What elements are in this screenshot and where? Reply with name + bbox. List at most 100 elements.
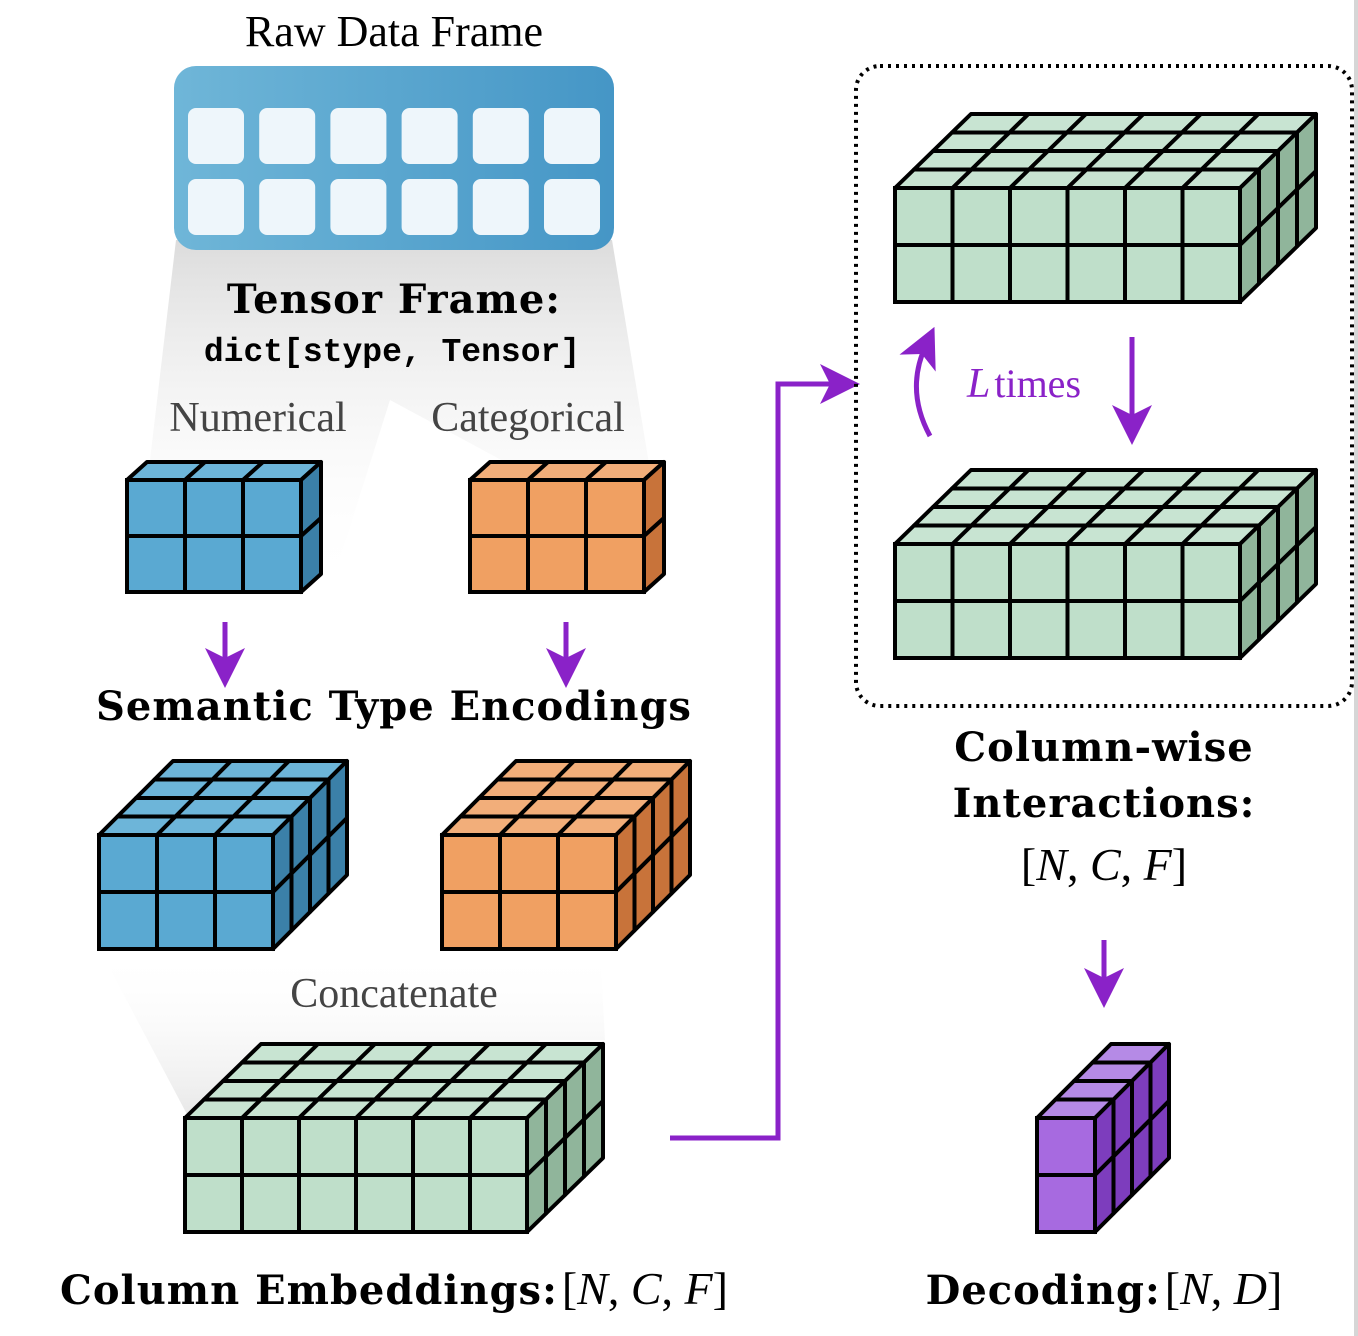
interactions-shape: [N, C, F]: [1020, 839, 1188, 890]
raw-frame-cell: [188, 108, 244, 164]
raw-frame-cell: [472, 108, 529, 164]
interaction-output-tensor-front-cell: [1180, 599, 1242, 660]
interaction-output-tensor-front-cell: [950, 599, 1012, 660]
interaction-input-tensor-front-cell: [1123, 186, 1185, 247]
categorical-encoding-front-cell: [440, 833, 502, 894]
numerical-tensor-front-cell: [125, 534, 187, 594]
interaction-input-tensor-front-cell: [1065, 186, 1127, 247]
interactions-title-line1: Column-wise: [954, 724, 1254, 771]
column-embeddings-tensor: [183, 1042, 605, 1234]
categorical-encoding-front-cell: [440, 890, 502, 951]
column-embeddings-tensor-front-cell: [354, 1173, 415, 1234]
interaction-input-tensor-front-cell: [1180, 186, 1242, 247]
dim-d: D: [1233, 1263, 1268, 1314]
numerical-tensor-front-cell: [125, 478, 187, 538]
dim-f: F: [684, 1263, 713, 1314]
categorical-encoding-front-cell: [498, 890, 560, 951]
concatenate-label: Concatenate: [290, 971, 498, 1017]
interaction-input-tensor-front-cell: [1008, 243, 1070, 304]
raw-frame-cell: [544, 108, 600, 164]
column-embeddings-tensor-front-cell: [297, 1116, 358, 1177]
arrow-to-interactions: [670, 364, 860, 1141]
interaction-input-tensor-front-cell: [1065, 243, 1127, 304]
raw-frame-cell: [472, 179, 529, 235]
numerical-encoding-front-cell: [97, 833, 159, 894]
interactions-title-line2: Interactions:: [952, 780, 1256, 827]
tensor-frame-title: Tensor Frame:: [226, 276, 562, 323]
dim-c: C: [630, 1263, 662, 1314]
categorical-encoding: [440, 759, 692, 951]
loop-count-label: L times: [967, 360, 1081, 408]
numerical-encoding-front-cell: [155, 890, 217, 951]
page-edge: [1354, 0, 1358, 1336]
semantic-encoding-title: Semantic Type Encodings: [96, 683, 692, 730]
numerical-tensor-front-cell: [241, 534, 303, 594]
categorical-encoding-front-cell: [556, 890, 618, 951]
raw-frame-cell: [401, 108, 458, 164]
interaction-input-tensor: [893, 112, 1318, 304]
interaction-output-tensor-front-cell: [893, 542, 955, 603]
interaction-output-tensor-front-cell: [1008, 542, 1070, 603]
raw-frame-cell: [259, 179, 316, 235]
raw-data-frame-title: Raw Data Frame: [244, 7, 544, 56]
dim-n: N: [1036, 839, 1067, 890]
decoding-tensor-front-cell: [1035, 1116, 1097, 1177]
categorical-tensor-front-cell: [468, 534, 530, 594]
raw-frame-cell: [188, 179, 244, 235]
decoding-caption: Decoding: [N, D]: [926, 1262, 1283, 1315]
column-embeddings-tensor-front-cell: [297, 1173, 358, 1234]
raw-frame-cell: [544, 179, 600, 235]
column-embeddings-caption: Column Embeddings: [N, C, F]: [60, 1262, 728, 1315]
numerical-tensor-front-cell: [183, 478, 245, 538]
interaction-output-tensor-front-cell: [1065, 542, 1127, 603]
interaction-output-tensor-front-cell: [1065, 599, 1127, 660]
interaction-output-tensor-front-cell: [893, 599, 955, 660]
numerical-encoding-front-cell: [155, 833, 217, 894]
interaction-input-tensor-front-cell: [1123, 243, 1185, 304]
numerical-encoding-front-cell: [213, 890, 275, 951]
dim-n: N: [1180, 1263, 1211, 1314]
categorical-tensor-front-cell: [584, 534, 646, 594]
numerical-tensor: [125, 460, 323, 594]
interaction-output-tensor-front-cell: [1008, 599, 1070, 660]
numerical-encoding-front-cell: [213, 833, 275, 894]
interaction-output-tensor-front-cell: [950, 542, 1012, 603]
raw-frame-cell: [259, 108, 316, 164]
interaction-input-tensor-front-cell: [1008, 186, 1070, 247]
categorical-tensor-front-cell: [526, 534, 588, 594]
column-embeddings-tensor-front-cell: [183, 1116, 244, 1177]
column-embeddings-shape: [N, C, F]: [561, 1263, 728, 1314]
interaction-input-tensor-front-cell: [893, 186, 955, 247]
column-embeddings-tensor-front-cell: [468, 1173, 529, 1234]
decoding-shape: [N, D]: [1164, 1263, 1283, 1314]
decoding-tensor-front-cell: [1035, 1173, 1097, 1234]
interaction-output-tensor-front-cell: [1180, 542, 1242, 603]
column-embeddings-label: Column Embeddings:: [60, 1267, 558, 1314]
interaction-input-tensor-front-cell: [950, 243, 1012, 304]
numerical-tensor-front-cell: [183, 534, 245, 594]
raw-data-frame: [174, 66, 614, 250]
numerical-tensor-front-cell: [241, 478, 303, 538]
raw-frame-cell: [330, 108, 387, 164]
column-embeddings-tensor-front-cell: [411, 1173, 472, 1234]
interaction-output-tensor-front-cell: [1123, 599, 1185, 660]
interaction-input-tensor-front-cell: [950, 186, 1012, 247]
interaction-input-tensor-front-cell: [893, 243, 955, 304]
raw-frame-cell: [401, 179, 458, 235]
numerical-encoding-front-cell: [97, 890, 159, 951]
dim-f: F: [1143, 839, 1172, 890]
dim-c: C: [1089, 839, 1121, 890]
column-embeddings-tensor-front-cell: [468, 1116, 529, 1177]
dim-n: N: [577, 1263, 608, 1314]
column-embeddings-tensor-front-cell: [354, 1116, 415, 1177]
tensor-frame-signature: dict[stype, Tensor]: [203, 334, 581, 371]
categorical-encoding-front-cell: [498, 833, 560, 894]
categorical-tensor-front-cell: [468, 478, 530, 538]
stype-label-categorical: Categorical: [431, 395, 625, 441]
raw-frame-cell: [330, 179, 387, 235]
interaction-output-tensor: [893, 468, 1318, 660]
interaction-loop-box: [854, 64, 1354, 708]
column-embeddings-tensor-front-cell: [240, 1173, 301, 1234]
decoding-tensor: [1035, 1042, 1171, 1234]
